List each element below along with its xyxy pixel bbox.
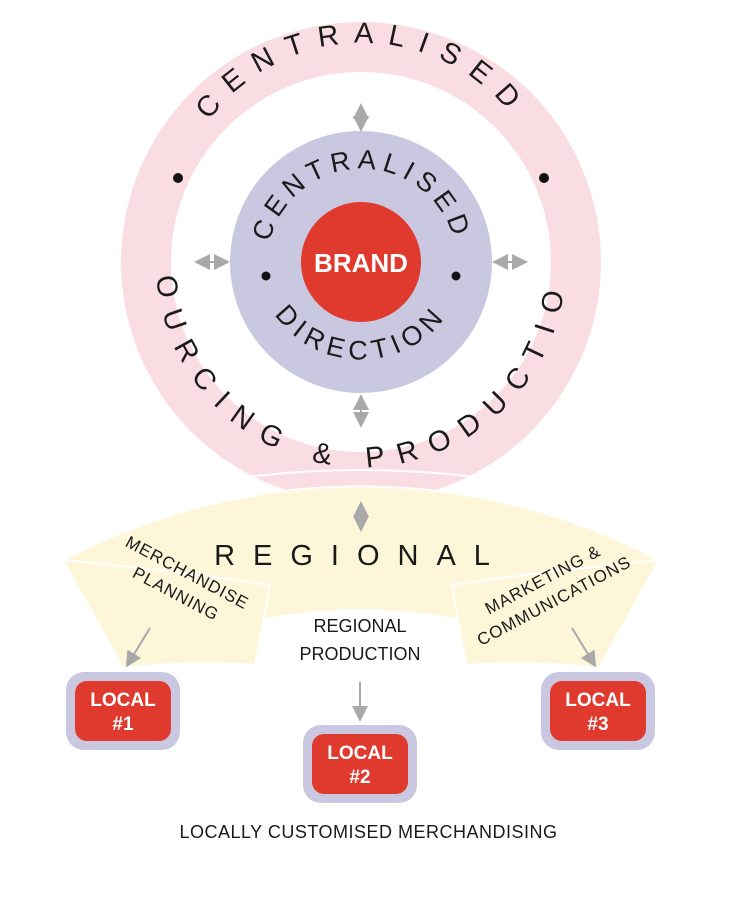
regional-band-left-segment — [61, 558, 272, 670]
inner-circle-left-dot — [261, 271, 271, 281]
brand-label: BRAND — [314, 248, 408, 278]
local-box-2: LOCAL #2 — [303, 725, 417, 803]
local-1-line-1: LOCAL — [90, 690, 156, 711]
footer-caption: LOCALLY CUSTOMISED MERCHANDISING — [179, 822, 558, 842]
arrow-to-local-3 — [571, 627, 597, 668]
local-box-1: LOCAL #1 — [66, 672, 180, 750]
local-3-line-2: #3 — [587, 714, 608, 735]
local-2-line-1: LOCAL — [327, 743, 393, 764]
local-3-fill — [550, 681, 646, 741]
segment-center-line-1: REGIONAL — [313, 616, 406, 636]
regional-title: REGIONAL — [214, 540, 508, 572]
segment-regional-production: REGIONAL PRODUCTION — [300, 616, 421, 664]
local-1-fill — [75, 681, 171, 741]
outer-ring-right-dot — [539, 173, 549, 183]
brand-core — [301, 202, 421, 322]
local-1-line-2: #1 — [112, 714, 134, 735]
outer-ring-left-dot — [173, 173, 183, 183]
segment-center-line-2: PRODUCTION — [300, 644, 421, 664]
regional-top-divider — [124, 469, 598, 501]
inner-circle-right-dot — [451, 271, 461, 281]
local-3-line-1: LOCAL — [565, 690, 631, 711]
local-2-line-2: #2 — [349, 767, 370, 788]
arrow-to-local-1 — [125, 627, 151, 668]
local-2-fill — [312, 734, 408, 794]
local-box-3: LOCAL #3 — [541, 672, 655, 750]
regional-band-right-segment — [450, 558, 661, 670]
